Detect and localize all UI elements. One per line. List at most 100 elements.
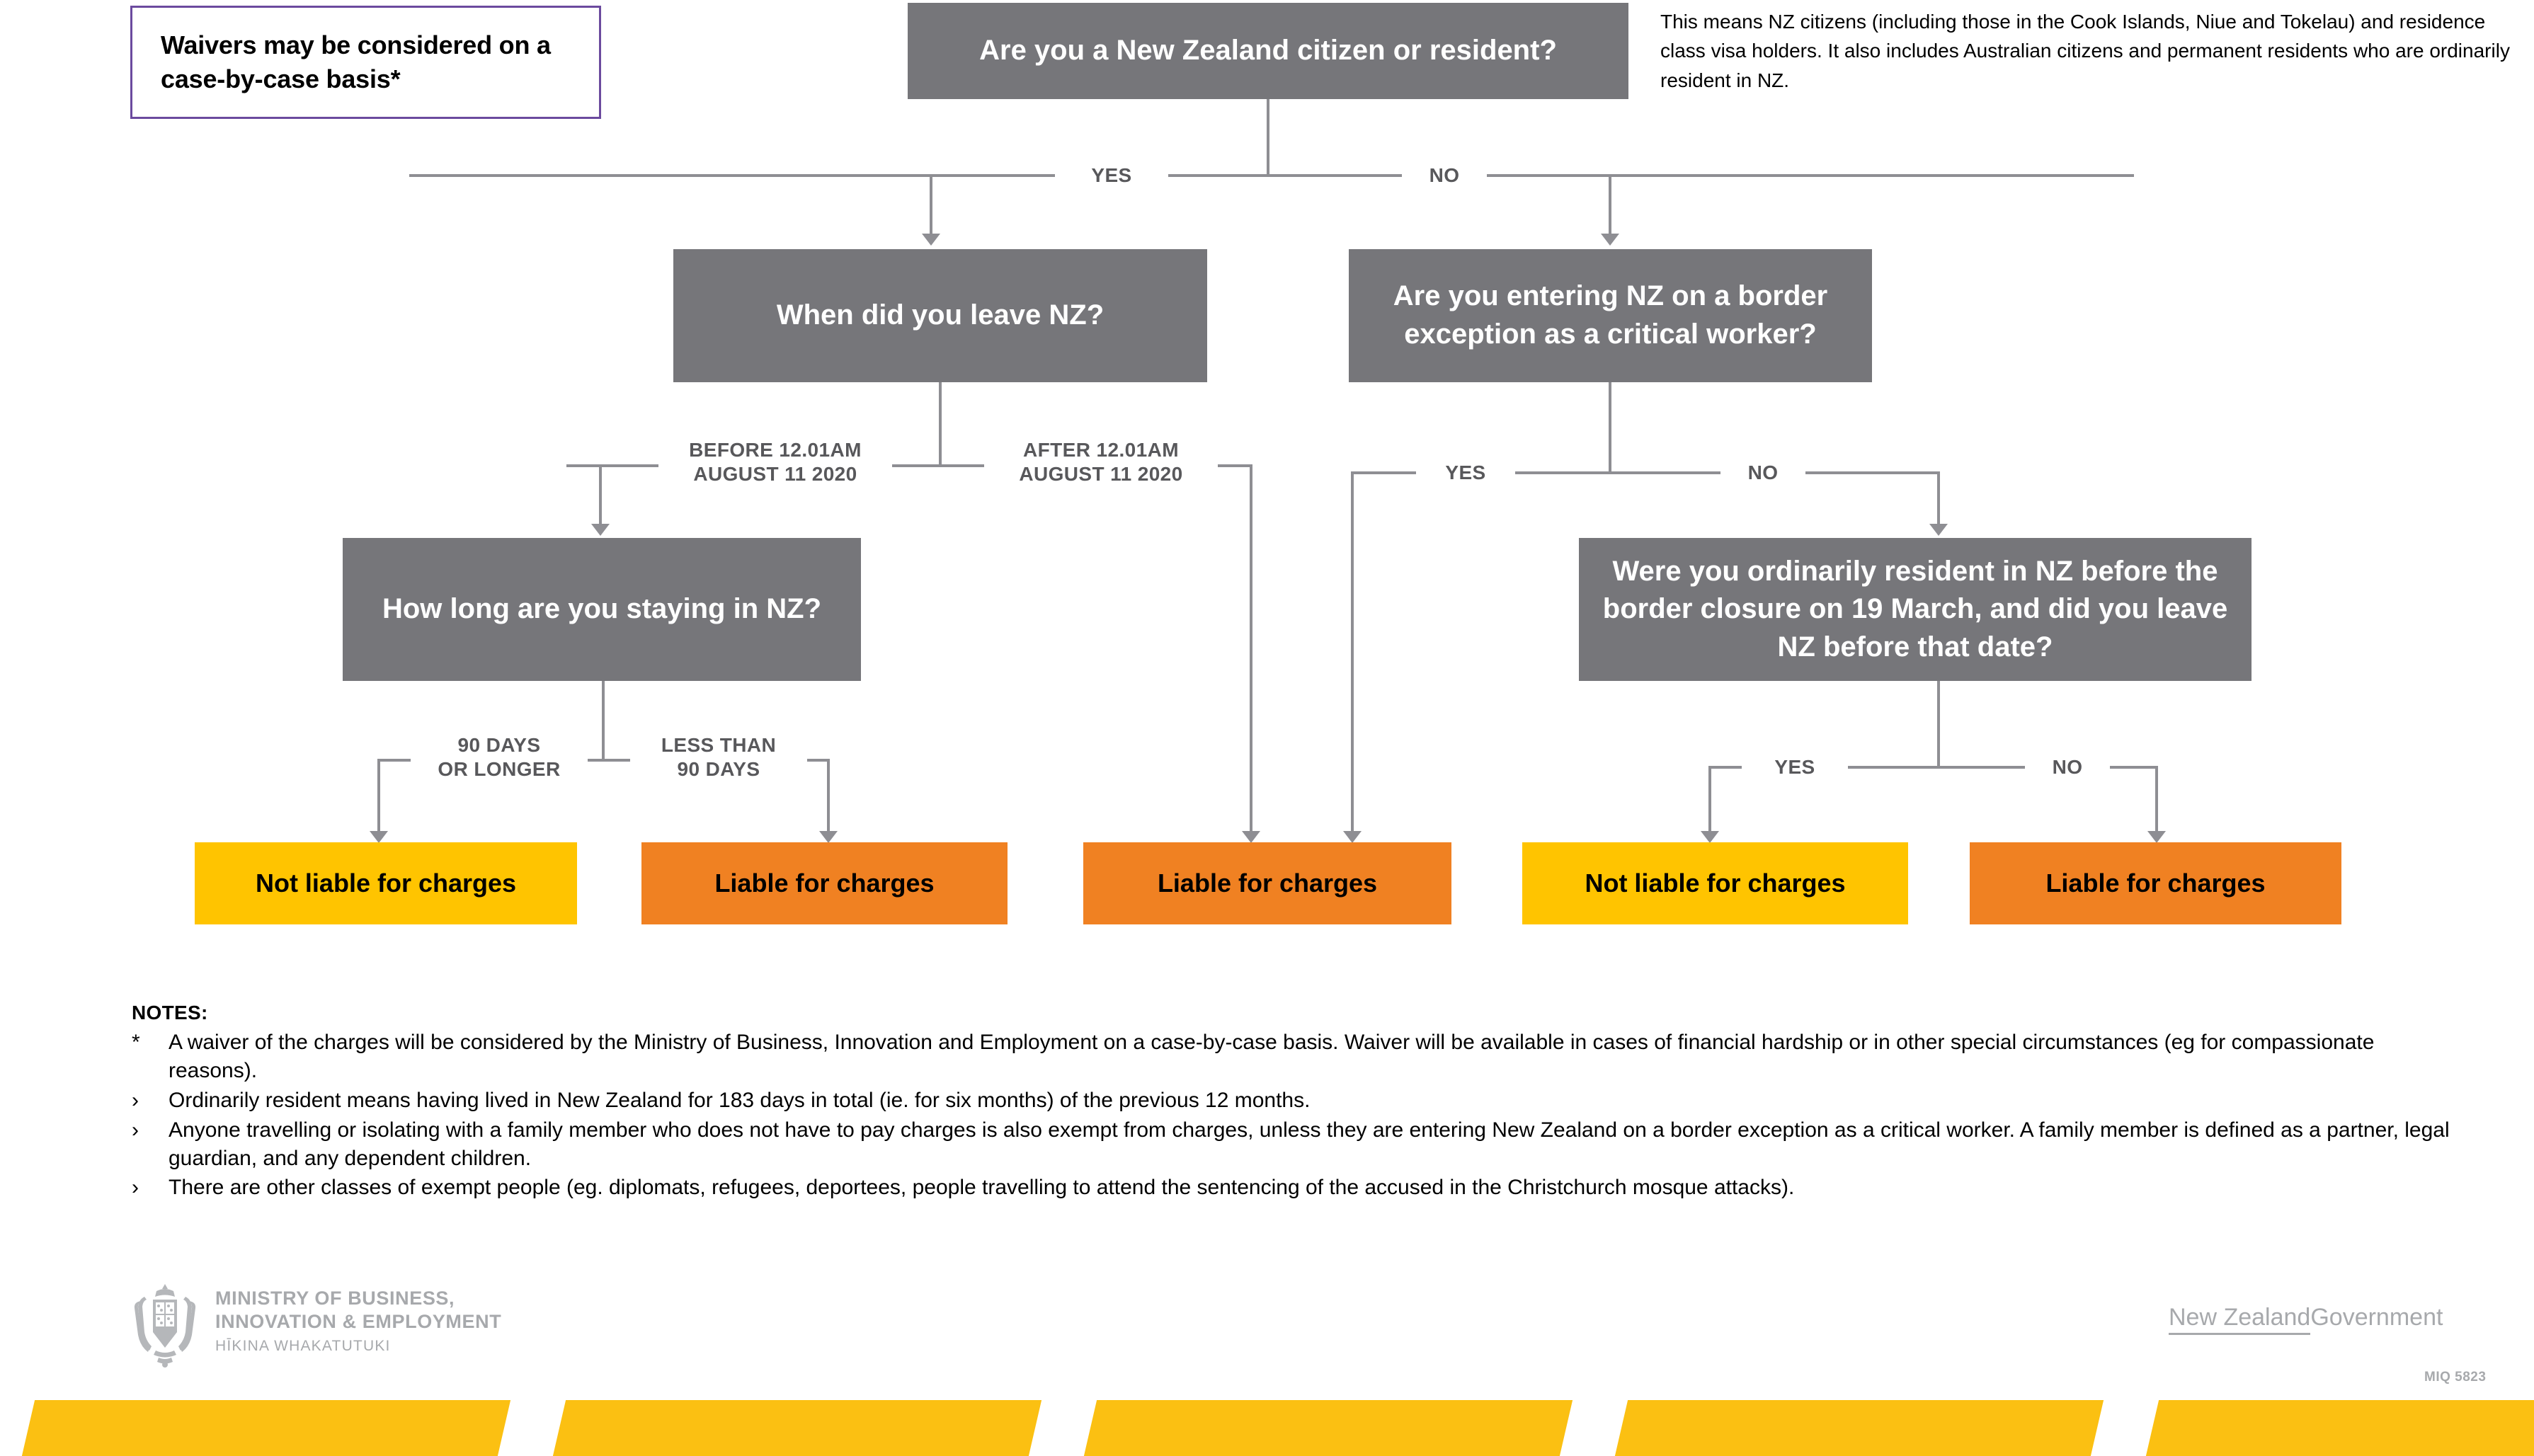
note-item: › There are other classes of exempt peop…	[132, 1174, 2468, 1202]
nz-coat-of-arms-icon	[134, 1284, 196, 1368]
connector-howlong-stem	[602, 681, 605, 760]
banner-chevron-1	[21, 1400, 511, 1456]
decision-node-leave-label: When did you leave NZ?	[776, 299, 1105, 331]
connector-gap-mask-crit-no	[1720, 467, 1805, 480]
connector-gap-mask-ord-no	[2025, 762, 2110, 774]
connector-gap-mask-crit-yes	[1416, 467, 1515, 480]
decision-node-ordinarily-resident-label: Were you ordinarily resident in NZ befor…	[1602, 555, 2228, 663]
connector-no-elbow-down	[1609, 174, 1611, 234]
decision-node-critical-worker[interactable]: Are you entering NZ on a border exceptio…	[1349, 249, 1872, 382]
outcome-liable-5-label: Liable for charges	[2045, 869, 2266, 898]
outcome-liable-2-label: Liable for charges	[714, 869, 935, 898]
arrow-to-howlong	[591, 524, 610, 536]
note-marker: ›	[132, 1088, 139, 1112]
decision-node-leave[interactable]: When did you leave NZ?	[673, 249, 1207, 382]
branch-label-ordinary-yes: YES	[1774, 756, 1815, 778]
decision-node-stay-duration-label: How long are you staying in NZ?	[382, 593, 822, 625]
arrow-after-to-outcome3	[1242, 831, 1260, 843]
connector-gap-mask-after	[984, 460, 1218, 473]
mbie-wordmark: MINISTRY OF BUSINESS, INNOVATION & EMPLO…	[215, 1287, 501, 1355]
notes-heading: NOTES:	[132, 1002, 208, 1024]
connector-yes-elbow-down	[930, 174, 932, 234]
waiver-callout-box: Waivers may be considered on a case-by-c…	[130, 6, 601, 119]
note-marker: *	[132, 1031, 140, 1054]
note-marker: ›	[132, 1176, 139, 1200]
nz-government-logo: New ZealandGovernment	[2169, 1304, 2443, 1335]
branch-label-citizen-no: NO	[1429, 164, 1460, 186]
branch-label-critical-yes: YES	[1445, 462, 1486, 483]
branch-label-ordinary-no: NO	[2052, 756, 2083, 778]
branch-label-citizen-yes: YES	[1091, 164, 1132, 186]
branch-label-critical-no: NO	[1747, 462, 1779, 483]
decision-node-ordinarily-resident[interactable]: Were you ordinarily resident in NZ befor…	[1579, 538, 2252, 681]
note-text: There are other classes of exempt people…	[169, 1176, 1795, 1200]
connector-gap-mask-no	[1402, 170, 1487, 183]
connector-citizen-stem	[1267, 99, 1269, 176]
connector-gap-mask-ord-yes	[1742, 762, 1848, 774]
arrow-to-outcome2	[819, 831, 838, 843]
connector-leave-stem	[939, 382, 942, 466]
note-item: * A waiver of the charges will be consid…	[132, 1028, 2468, 1085]
nz-government-logo-nz: New Zealand	[2169, 1304, 2311, 1335]
connector-ord-no-down	[2155, 766, 2158, 835]
mbie-line-3: HĪKINA WHAKATUTUKI	[215, 1337, 391, 1354]
note-marker: ›	[132, 1118, 139, 1142]
arrow-to-outcome1	[370, 831, 388, 843]
connector-ord-yes-down	[1708, 766, 1711, 835]
connector-before-down	[599, 464, 602, 524]
arrow-to-critical	[1601, 234, 1619, 246]
connector-gap-mask-yes	[1055, 170, 1168, 183]
connector-crit-no-down	[1937, 471, 1940, 531]
branch-label-leave-after: AFTER 12.01AM AUGUST 11 2020	[1019, 439, 1183, 486]
nz-government-logo-govt: Government	[2310, 1304, 2443, 1331]
connector-gap-mask-less	[630, 755, 807, 767]
arrow-to-outcome4	[1701, 831, 1719, 843]
outcome-not-liable-1[interactable]: Not liable for charges	[195, 842, 577, 924]
decision-node-stay-duration[interactable]: How long are you staying in NZ?	[343, 538, 861, 681]
connector-stay-long-down	[377, 759, 380, 835]
waiver-callout-text: Waivers may be considered on a case-by-c…	[161, 30, 551, 93]
decision-node-citizen-label: Are you a New Zealand citizen or residen…	[979, 35, 1557, 67]
connector-gap-mask-before	[658, 460, 892, 473]
arrow-to-outcome5	[2147, 831, 2166, 843]
decision-node-critical-worker-label: Are you entering NZ on a border exceptio…	[1393, 280, 1828, 350]
connector-citizen-bar-right	[1267, 174, 2134, 177]
banner-chevron-5	[2145, 1400, 2534, 1456]
branch-label-leave-before: BEFORE 12.01AM AUGUST 11 2020	[689, 439, 862, 486]
decision-node-citizen[interactable]: Are you a New Zealand citizen or residen…	[908, 3, 1628, 99]
notes-section: NOTES: * A waiver of the charges will be…	[132, 1002, 2468, 1203]
note-text: Anyone travelling or isolating with a fa…	[169, 1118, 2450, 1170]
note-item: › Anyone travelling or isolating with a …	[132, 1116, 2468, 1173]
banner-chevron-3	[1083, 1400, 1573, 1456]
outcome-liable-3-label: Liable for charges	[1157, 869, 1378, 898]
connector-after-down	[1250, 464, 1252, 835]
note-text: A waiver of the charges will be consider…	[169, 1031, 2375, 1082]
connector-ordinary-stem	[1937, 681, 1940, 767]
outcome-not-liable-4-label: Not liable for charges	[1585, 869, 1846, 898]
connector-critical-stem	[1609, 382, 1611, 473]
connector-stay-short-down	[827, 759, 830, 835]
branch-label-stay-short: LESS THAN 90 DAYS	[661, 734, 777, 781]
mbie-line-2: INNOVATION & EMPLOYMENT	[215, 1310, 502, 1332]
note-text: Ordinarily resident means having lived i…	[169, 1088, 1311, 1112]
mbie-line-1: MINISTRY OF BUSINESS,	[215, 1288, 455, 1309]
connector-gap-mask-90	[411, 755, 588, 767]
bottom-banner	[0, 1400, 2534, 1456]
outcome-liable-3[interactable]: Liable for charges	[1083, 842, 1451, 924]
banner-chevron-4	[1614, 1400, 2104, 1456]
citizen-definition-note: This means NZ citizens (including those …	[1660, 11, 2510, 91]
outcome-not-liable-4[interactable]: Not liable for charges	[1522, 842, 1908, 924]
note-item: › Ordinarily resident means having lived…	[132, 1087, 2468, 1115]
outcome-not-liable-1-label: Not liable for charges	[255, 869, 517, 898]
outcome-liable-2[interactable]: Liable for charges	[641, 842, 1008, 924]
connector-crit-yes-down	[1351, 471, 1354, 835]
outcome-liable-5[interactable]: Liable for charges	[1970, 842, 2341, 924]
arrow-to-ordinary	[1929, 524, 1948, 536]
mbie-logo: MINISTRY OF BUSINESS, INNOVATION & EMPLO…	[127, 1283, 501, 1368]
banner-chevron-2	[552, 1400, 1042, 1456]
connector-citizen-bar-left	[409, 174, 1268, 177]
document-code: MIQ 5823	[2424, 1370, 2487, 1385]
branch-label-stay-long: 90 DAYS OR LONGER	[438, 734, 561, 781]
arrow-to-leave	[922, 234, 940, 246]
